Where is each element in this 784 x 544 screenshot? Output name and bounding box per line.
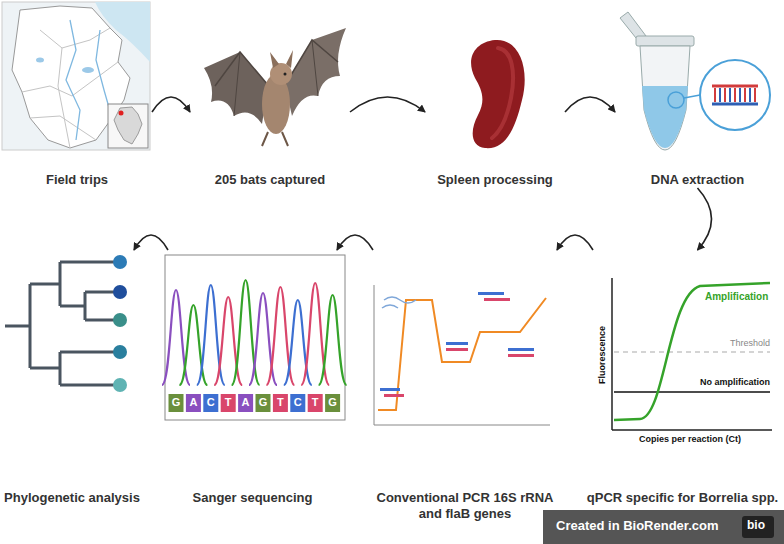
step-node: Spleen processing <box>425 2 565 188</box>
flow-arrow <box>350 97 425 112</box>
flow-arrow <box>565 97 615 112</box>
tube-illustration <box>620 12 770 150</box>
map-illustration <box>2 2 150 150</box>
step-caption: Sanger sequencing <box>193 490 313 506</box>
chart-label: No amplification <box>700 377 770 387</box>
flow-arrow <box>698 188 712 250</box>
peak-curve <box>266 287 294 385</box>
base-tile <box>203 394 218 412</box>
base-tile <box>221 394 236 412</box>
dna-rung <box>749 88 751 102</box>
chromatogram <box>162 255 347 420</box>
base-letter: G <box>169 396 184 409</box>
flow-arrow <box>152 97 190 112</box>
base-letter: G <box>325 396 340 409</box>
step-node: Conventional PCR 16S rRNA and flaB genes <box>365 250 565 522</box>
step-node: DNA extraction <box>615 2 780 188</box>
base-tile <box>273 394 288 412</box>
dna-rung <box>744 88 746 102</box>
dna-rung <box>739 88 741 102</box>
spleen-illustration <box>471 40 525 148</box>
watermark-bar <box>543 510 784 544</box>
peak-curve <box>197 285 225 385</box>
qpcr-chart <box>612 278 772 430</box>
flow-arrow <box>337 235 373 250</box>
base-tile <box>325 394 340 412</box>
chart-label: Fluorescence <box>597 326 607 384</box>
step-node: Phylogenetic analysis <box>2 250 142 506</box>
base-tile <box>290 394 305 412</box>
step-caption: Spleen processing <box>437 172 553 188</box>
base-tile <box>238 394 253 412</box>
peak-curve <box>162 290 190 385</box>
step-caption: DNA extraction <box>651 172 744 188</box>
step-caption: Phylogenetic analysis <box>4 490 140 506</box>
phylogenetic-tree <box>5 255 127 392</box>
dna-rung <box>754 88 756 102</box>
base-letter: A <box>186 396 201 409</box>
base-letter: C <box>203 396 218 409</box>
dna-rung <box>719 88 721 102</box>
dna-rung <box>729 88 731 102</box>
step-caption: qPCR specific for Borrelia spp. <box>587 490 778 506</box>
peak-curve <box>232 280 260 385</box>
watermark-text: bio <box>747 519 765 533</box>
flow-arrow <box>557 235 593 250</box>
step-node: Sanger sequencing <box>160 250 345 506</box>
base-letter: A <box>238 396 253 409</box>
base-letter: T <box>273 396 288 409</box>
base-letter: G <box>256 396 271 409</box>
dna-rung <box>734 88 736 102</box>
pcr-chart <box>374 285 550 425</box>
base-letter: T <box>221 396 236 409</box>
base-tile <box>308 394 323 412</box>
step-node: Field trips <box>2 2 152 188</box>
base-tile <box>256 394 271 412</box>
step-caption: 205 bats captured <box>215 172 326 188</box>
dna-rung <box>714 88 716 102</box>
peak-curve <box>319 295 347 385</box>
peak-curve <box>301 283 329 385</box>
base-letter: C <box>290 396 305 409</box>
bat-illustration <box>204 28 346 146</box>
step-caption: Conventional PCR 16S rRNA and flaB genes <box>365 490 565 522</box>
step-caption: Field trips <box>46 172 108 188</box>
step-node: 205 bats captured <box>190 2 350 188</box>
chart-label: Amplification <box>705 291 768 303</box>
base-tile <box>186 394 201 412</box>
watermark-text: Created in BioRender.com <box>556 519 719 534</box>
base-tile <box>169 394 184 412</box>
base-letter: T <box>308 396 323 409</box>
chart-label: Copies per reaction (Ct) <box>639 434 741 444</box>
chart-label: Threshold <box>730 338 770 348</box>
dna-rung <box>724 88 726 102</box>
peak-curve <box>249 293 277 385</box>
flow-arrow <box>134 235 168 250</box>
